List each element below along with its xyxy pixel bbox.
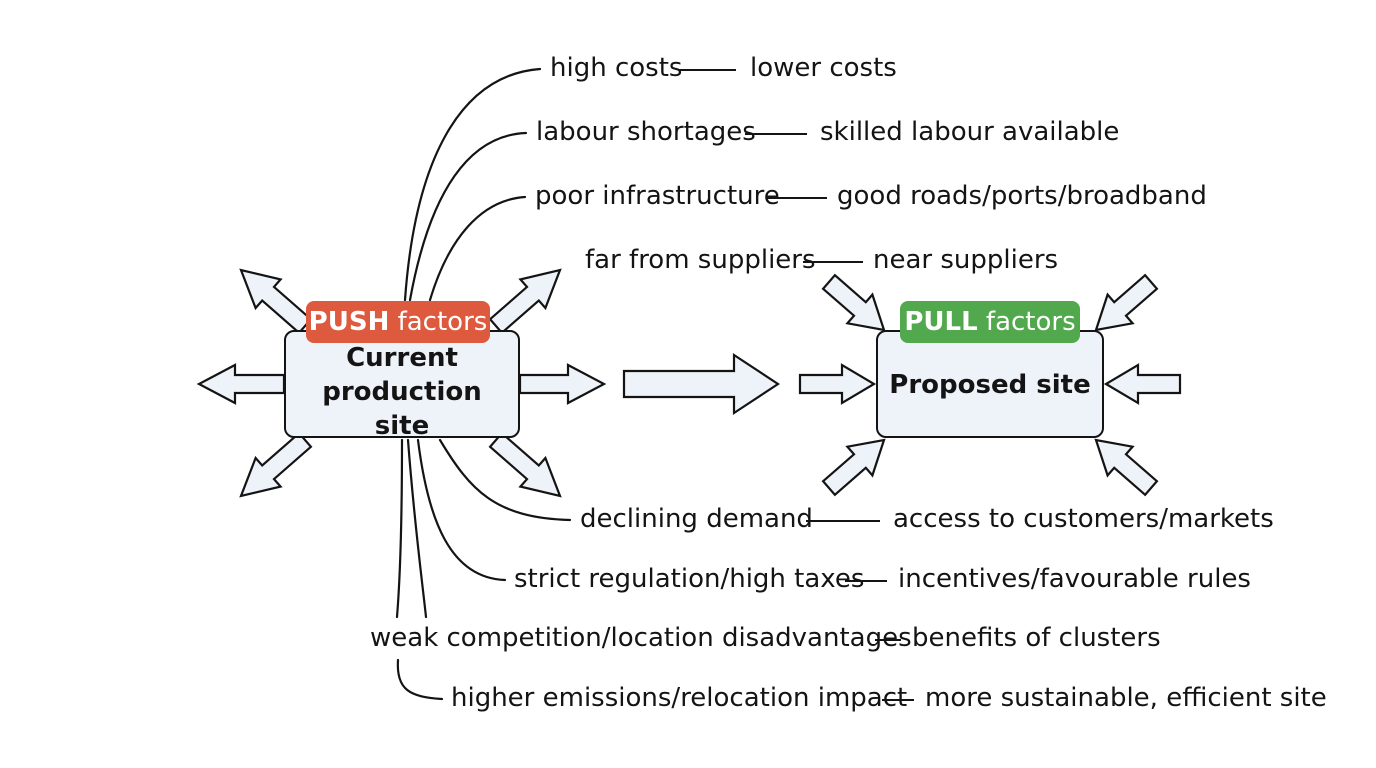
relocation-arrow: [622, 352, 780, 416]
pull-arrow-right: [1103, 363, 1182, 405]
push-factor-5: declining demand: [580, 504, 813, 534]
connector-3: [428, 195, 527, 302]
pull-arrow-bottom-right: [1094, 438, 1159, 497]
connector-1: [403, 67, 542, 302]
proposed-site-label: Proposed site: [889, 370, 1091, 400]
pull-arrow-top-left: [821, 273, 886, 332]
factor-link-2: [745, 133, 807, 135]
factor-link-7: [875, 639, 901, 641]
push-factor-2: labour shortages: [536, 117, 756, 147]
pull-factor-7: benefits of clusters: [912, 623, 1161, 653]
pull-factor-1: lower costs: [750, 53, 897, 83]
connector-7a: [395, 438, 404, 619]
current-site-box: Current production site: [284, 330, 520, 441]
push-badge-rest: factors: [397, 307, 488, 337]
pull-factor-2: skilled labour available: [820, 117, 1120, 147]
factor-link-5: [806, 520, 880, 522]
pull-factor-8: more sustainable, efficient site: [925, 683, 1327, 713]
current-site-label: Current production site: [322, 343, 482, 441]
push-factor-4: far from suppliers: [585, 245, 816, 275]
push-arrow-right: [518, 363, 607, 405]
pull-arrow-top-right: [1094, 273, 1159, 332]
factor-link-8: [882, 699, 914, 701]
push-arrow-up-left: [239, 268, 313, 335]
push-factors-badge: PUSH factors: [306, 301, 490, 343]
pull-factor-4: near suppliers: [873, 245, 1059, 275]
push-factor-6: strict regulation/high taxes: [514, 564, 865, 594]
connector-7b: [406, 438, 428, 619]
factor-link-6: [845, 580, 887, 582]
pull-factors-badge: PULL factors: [900, 301, 1080, 343]
pull-badge-rest: factors: [985, 307, 1076, 337]
pull-factor-5: access to customers/markets: [893, 504, 1274, 534]
connector-8: [396, 658, 444, 701]
push-arrow-up-right: [488, 268, 562, 335]
push-factor-3: poor infrastructure: [535, 181, 780, 211]
push-arrow-down-left: [239, 431, 313, 498]
factor-link-4: [803, 261, 863, 263]
push-badge-strong: PUSH: [308, 307, 390, 337]
connector-6: [416, 438, 507, 582]
push-factor-7: weak competition/location disadvantages: [370, 623, 912, 653]
pull-factor-3: good roads/ports/broadband: [837, 181, 1207, 211]
connector-2: [408, 131, 528, 302]
push-factor-1: high costs: [550, 53, 683, 83]
pull-badge-strong: PULL: [904, 307, 978, 337]
pull-arrow-bottom-left: [821, 438, 886, 497]
pull-factor-6: incentives/favourable rules: [898, 564, 1251, 594]
push-factor-8: higher emissions/relocation impact: [451, 683, 908, 713]
proposed-site-box: Proposed site: [876, 330, 1104, 438]
push-arrow-left: [196, 363, 286, 405]
pull-arrow-left: [798, 363, 877, 405]
connector-5: [438, 438, 572, 522]
push-arrow-down-right: [488, 431, 562, 498]
factor-link-3: [767, 197, 827, 199]
factor-link-1: [679, 69, 736, 71]
